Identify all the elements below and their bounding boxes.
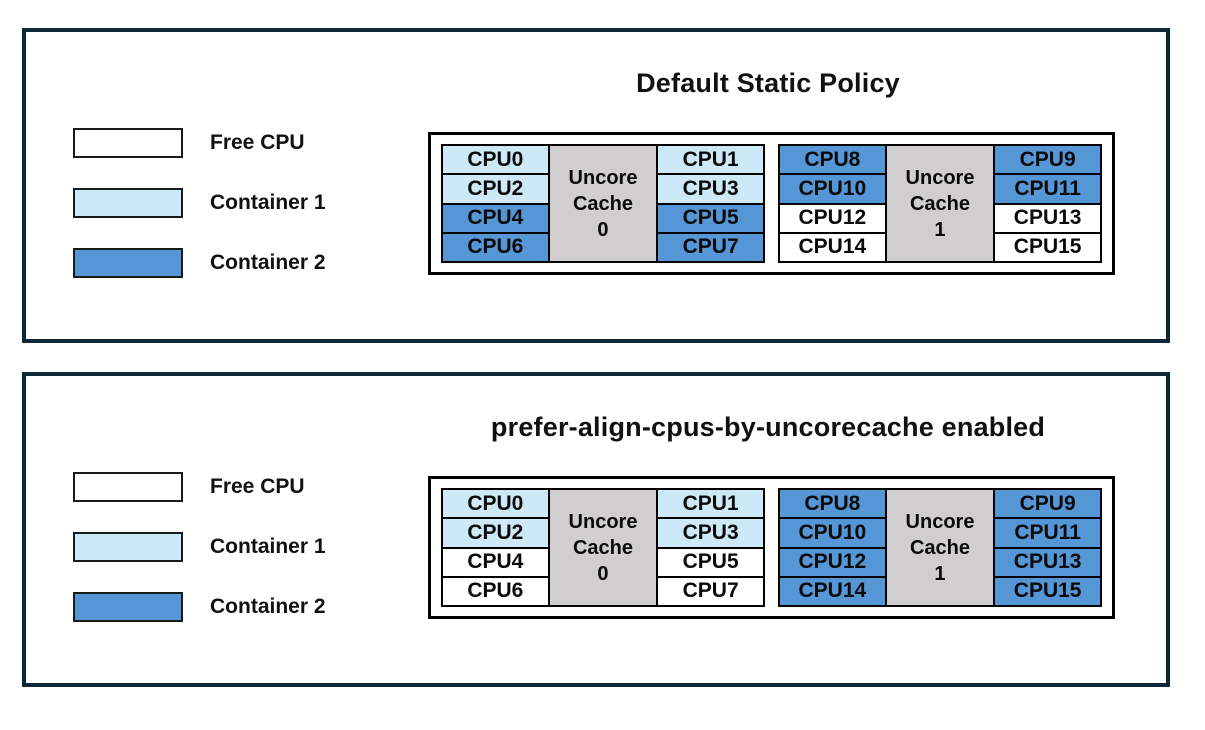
cpu-cell-cpu15: CPU15	[993, 575, 1102, 607]
cpu-cell-cpu4: CPU4	[441, 202, 550, 234]
legend-item-container1: Container 1	[73, 532, 326, 562]
uncore-cache-box-1: Uncore Cache 1	[884, 144, 996, 263]
cpu-cell-cpu10: CPU10	[778, 173, 887, 205]
legend-swatch-free	[73, 472, 183, 502]
panel-default-static-policy: Default Static Policy Free CPU Container …	[22, 28, 1170, 343]
cpu-cell-cpu6: CPU6	[441, 231, 550, 263]
legend-swatch-container2	[73, 248, 183, 278]
cpu-cell-cpu11: CPU11	[993, 173, 1102, 205]
legend-item-container1: Container 1	[73, 188, 326, 218]
legend-label: Container 2	[210, 251, 326, 274]
legend-label: Container 1	[210, 535, 326, 558]
cpu-cell-cpu14: CPU14	[778, 231, 887, 263]
cpu-cell-cpu3: CPU3	[656, 173, 765, 205]
cpu-cell-cpu0: CPU0	[441, 144, 550, 176]
cpu-cell-cpu8: CPU8	[778, 488, 887, 520]
legend-label: Container 2	[210, 595, 326, 618]
cpu-cell-cpu14: CPU14	[778, 575, 887, 607]
cpu-cell-cpu6: CPU6	[441, 575, 550, 607]
legend-item-free: Free CPU	[73, 472, 326, 502]
cpu-cell-cpu1: CPU1	[656, 144, 765, 176]
legend-label: Free CPU	[210, 131, 305, 154]
cpu-cell-cpu0: CPU0	[441, 488, 550, 520]
cpu-cell-cpu8: CPU8	[778, 144, 887, 176]
legend-item-container2: Container 2	[73, 248, 326, 278]
cpu-cell-cpu5: CPU5	[656, 202, 765, 234]
legend-swatch-container2	[73, 592, 183, 622]
uncore-cache-box-0: Uncore Cache 0	[547, 144, 659, 263]
cpu-cell-cpu3: CPU3	[656, 517, 765, 549]
cpu-cell-cpu1: CPU1	[656, 488, 765, 520]
uncore-cache-box-1: Uncore Cache 1	[884, 488, 996, 607]
panel-prefer-align-cpus-by-uncorecache: prefer-align-cpus-by-uncorecache enabled…	[22, 372, 1170, 687]
legend-item-free: Free CPU	[73, 128, 326, 158]
legend-swatch-container1	[73, 532, 183, 562]
cpu-cell-cpu9: CPU9	[993, 144, 1102, 176]
cpu-cell-cpu7: CPU7	[656, 575, 765, 607]
cpu-cell-cpu12: CPU12	[778, 202, 887, 234]
uncore-cache-box-0: Uncore Cache 0	[547, 488, 659, 607]
legend-item-container2: Container 2	[73, 592, 326, 622]
cpu-cell-cpu12: CPU12	[778, 546, 887, 578]
cpu-cell-cpu11: CPU11	[993, 517, 1102, 549]
cpu-cell-cpu15: CPU15	[993, 231, 1102, 263]
cpu-cell-cpu4: CPU4	[441, 546, 550, 578]
cpu-cell-cpu13: CPU13	[993, 202, 1102, 234]
cpu-cell-cpu2: CPU2	[441, 173, 550, 205]
cpu-cell-cpu13: CPU13	[993, 546, 1102, 578]
cpu-cell-cpu2: CPU2	[441, 517, 550, 549]
legend: Free CPU Container 1 Container 2	[73, 128, 326, 278]
legend-label: Free CPU	[210, 475, 305, 498]
cpu-cell-cpu10: CPU10	[778, 517, 887, 549]
panel-title: Default Static Policy	[636, 68, 900, 98]
legend-label: Container 1	[210, 191, 326, 214]
legend: Free CPU Container 1 Container 2	[73, 472, 326, 622]
cpu-cell-cpu7: CPU7	[656, 231, 765, 263]
legend-swatch-container1	[73, 188, 183, 218]
panel-title: prefer-align-cpus-by-uncorecache enabled	[490, 412, 1046, 442]
cpu-cell-cpu9: CPU9	[993, 488, 1102, 520]
legend-swatch-free	[73, 128, 183, 158]
cpu-cell-cpu5: CPU5	[656, 546, 765, 578]
